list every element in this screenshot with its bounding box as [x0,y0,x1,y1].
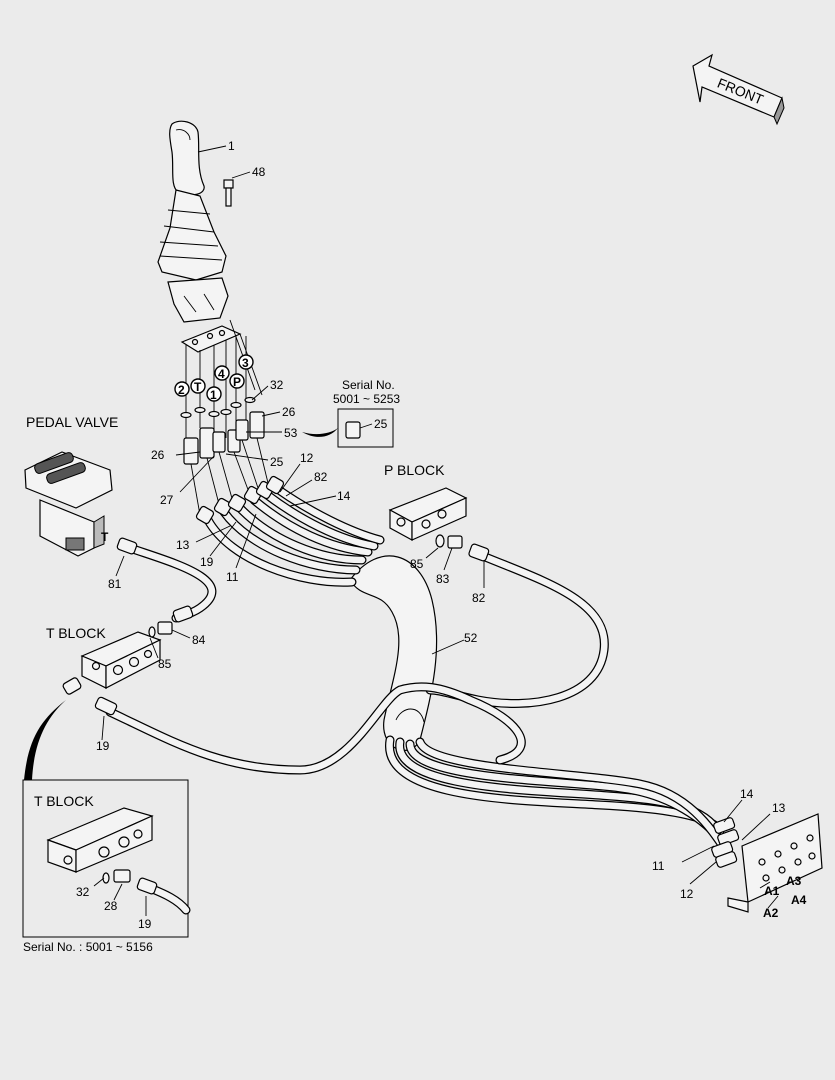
pedal-valve [24,451,113,557]
t-block-inset [22,779,191,938]
port-marker-3: 3 [242,356,249,370]
port-a2-label: A2 [763,906,779,920]
t-block-label: T BLOCK [46,625,106,641]
valve-plate [180,325,242,353]
outlet-hoses [385,735,740,868]
port-a1-label: A1 [764,884,780,898]
callout-85: 85 [410,557,424,571]
callout-12: 12 [680,887,694,901]
callout-19: 19 [200,555,214,569]
port-marker-t: T [194,380,202,394]
port-a4-label: A4 [791,893,807,907]
t-block-inset-label: T BLOCK [34,793,94,809]
front-arrow-icon: FRONT [692,53,785,126]
adapter-fittings [183,411,269,516]
port-marker-2: 2 [178,383,185,397]
inset-pointer [24,700,66,780]
joystick-boot [157,189,229,323]
serial-box-range: 5001 ~ 5253 [333,392,400,406]
callout-53: 53 [284,426,298,440]
t-hoses [94,537,526,775]
leader-lines [93,145,779,916]
callout-11: 11 [226,570,239,584]
callout-82: 82 [472,591,486,605]
p-block [388,487,468,549]
callout-1: 1 [228,139,235,153]
t-block [62,631,162,695]
callout-81: 81 [108,577,122,591]
serial-bottom-label: Serial No. : 5001 ~ 5156 [23,940,153,954]
callout-26: 26 [151,448,165,462]
callout-26: 26 [282,405,296,419]
port-a3-label: A3 [786,874,802,888]
callout-25: 25 [270,455,284,469]
hose-bundle-52 [349,555,438,751]
o-rings [180,396,256,419]
callout-25: 25 [374,417,388,431]
pedal-valve-label: PEDAL VALVE [26,414,118,430]
port-marker-p: P [233,375,241,389]
port-t-label: T [101,530,109,544]
callout-19: 19 [96,739,110,753]
callout-48: 48 [252,165,266,179]
callout-32: 32 [76,885,90,899]
p-hose [425,543,609,708]
pilot-hoses [195,475,385,587]
callout-14: 14 [740,787,754,801]
callout-11: 11 [652,859,665,873]
joystick-grip [169,120,205,196]
callout-28: 28 [104,899,118,913]
callout-85: 85 [158,657,172,671]
callout-19: 19 [138,917,152,931]
port-markers: 2 T 1 4 P 3 [174,354,254,402]
callout-82: 82 [314,470,328,484]
callout-52: 52 [464,631,478,645]
callout-14: 14 [337,489,351,503]
port-marker-4: 4 [218,367,225,381]
callout-13: 13 [176,538,190,552]
bolt-48 [223,179,234,207]
callout-32: 32 [270,378,284,392]
port-bracket [727,813,823,913]
callout-84: 84 [192,633,206,647]
callout-numbers: 1 48 32 26 53 25 26 25 27 12 82 14 13 19… [76,139,786,931]
p-block-label: P BLOCK [384,462,445,478]
serial-note: Serial No. 5001 ~ 5253 [302,378,400,448]
callout-27: 27 [160,493,174,507]
callout-12: 12 [300,451,314,465]
port-marker-1: 1 [210,388,217,402]
serial-box-title: Serial No. [342,378,395,392]
callout-83: 83 [436,572,450,586]
callout-13: 13 [772,801,786,815]
